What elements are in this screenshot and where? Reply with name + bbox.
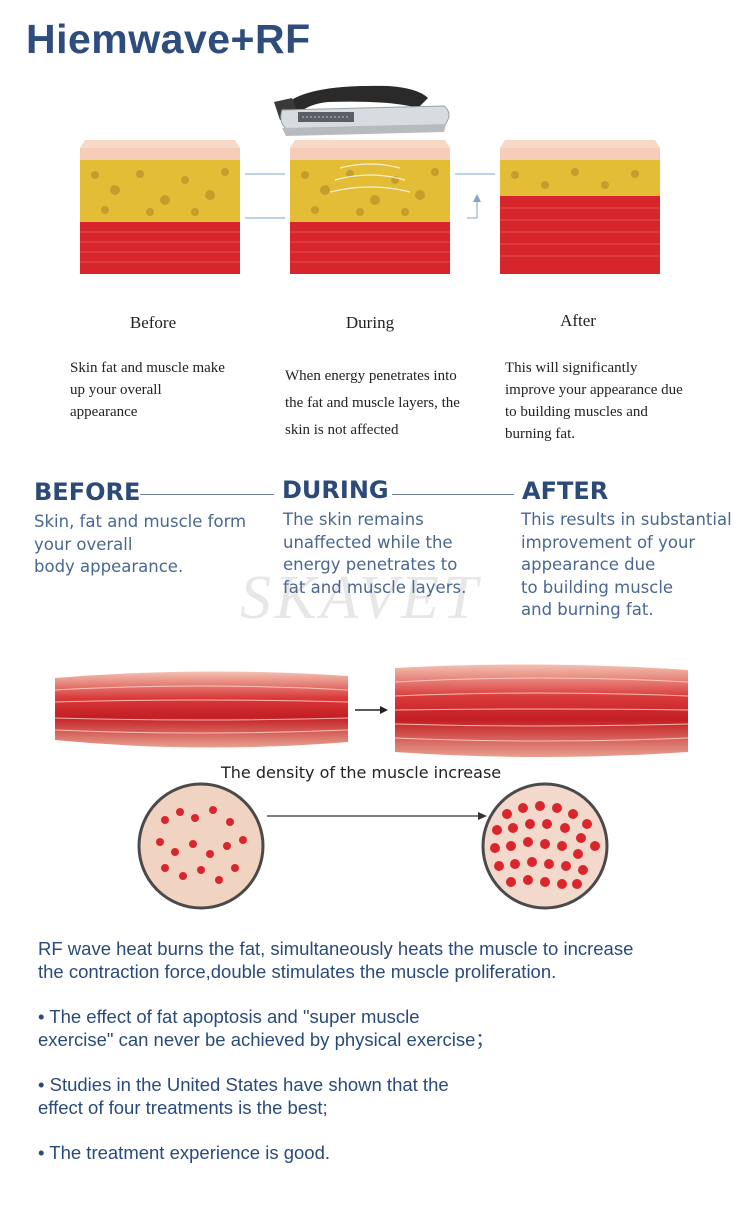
page-title: Hiemwave+RF (26, 16, 311, 62)
info-line: effect of four treatments is the best; (38, 1097, 328, 1118)
desc-line: skin is not affected (285, 422, 399, 438)
caption-line: body appearance. (34, 557, 184, 576)
desc-line: appearance (70, 404, 138, 420)
watermark-logo: SKAVET (240, 564, 482, 632)
desc-line: improve your appearance due (505, 382, 683, 398)
desc-line: to building muscles and (505, 404, 648, 420)
caption-line: improvement of your (521, 532, 696, 552)
info-line: RF wave heat burns the fat, simultaneous… (38, 938, 634, 959)
desc-line: up your overall (70, 382, 162, 398)
info-bullet-3: • The treatment experience is good. (38, 1141, 738, 1164)
caption-head-during: DURING (282, 476, 389, 504)
info-line: • The treatment experience is good. (38, 1142, 331, 1163)
desc-line: burning fat. (505, 426, 575, 442)
after-layers-illustration (500, 140, 660, 274)
caption-line: your overall (34, 534, 133, 554)
stage-desc-before: Skin fat and muscle make up your overall… (70, 357, 270, 423)
muscle-cross-section-illustration (137, 782, 609, 910)
caption-line: This results in substantial (521, 510, 732, 529)
stage-desc-after: This will significantly improve your app… (505, 357, 725, 445)
info-line: • The effect of fat apoptosis and "super… (38, 1006, 420, 1027)
muscle-fiber-illustration (54, 664, 689, 757)
caption-text-before: Skin, fat and muscle form your overall b… (34, 511, 274, 579)
stage-label-before: Before (129, 313, 177, 332)
info-line: exercise" can never be achieved by physi… (38, 1029, 494, 1050)
caption-head-after: AFTER (522, 477, 609, 505)
desc-line: When energy penetrates into (285, 368, 457, 384)
caption-line: Skin, fat and muscle form (34, 512, 247, 531)
caption-line: to building muscle (521, 577, 674, 597)
caption-line: The skin remains (283, 510, 424, 529)
before-layers-illustration (80, 140, 240, 274)
info-bullet-2: • Studies in the United States have show… (38, 1073, 738, 1119)
watermark-text: SKAVET (240, 564, 482, 632)
rf-device-illustration (274, 85, 450, 136)
caption-line: fat and muscle layers. (283, 577, 467, 597)
caption-line: energy penetrates to (283, 555, 458, 574)
caption-line: and burning fat. (521, 600, 654, 619)
caption-line: appearance due (521, 555, 656, 574)
during-layers-illustration (290, 140, 450, 274)
caption-text-during: The skin remains unaffected while the en… (283, 509, 503, 599)
caption-divider (140, 494, 274, 495)
info-bullet-1: • The effect of fat apoptosis and "super… (38, 1005, 738, 1051)
caption-line: unaffected while the (283, 532, 453, 552)
stage-desc-during: When energy penetrates into the fat and … (285, 363, 485, 444)
layer-connector-lines (245, 173, 495, 219)
muscle-density-caption: The density of the muscle increase (221, 763, 502, 782)
info-intro: RF wave heat burns the fat, simultaneous… (38, 937, 738, 983)
desc-line: the fat and muscle layers, the (285, 395, 460, 411)
info-line: • Studies in the United States have show… (38, 1074, 449, 1095)
stage-label-during: During (345, 313, 395, 332)
caption-head-before: BEFORE (34, 478, 141, 506)
caption-text-after: This results in substantial improvement … (521, 509, 746, 622)
caption-divider (392, 494, 514, 495)
desc-line: This will significantly (505, 360, 638, 376)
stage-label-after: After (560, 311, 596, 330)
info-line: the contraction force,double stimulates … (38, 961, 557, 982)
desc-line: Skin fat and muscle make (70, 360, 225, 376)
